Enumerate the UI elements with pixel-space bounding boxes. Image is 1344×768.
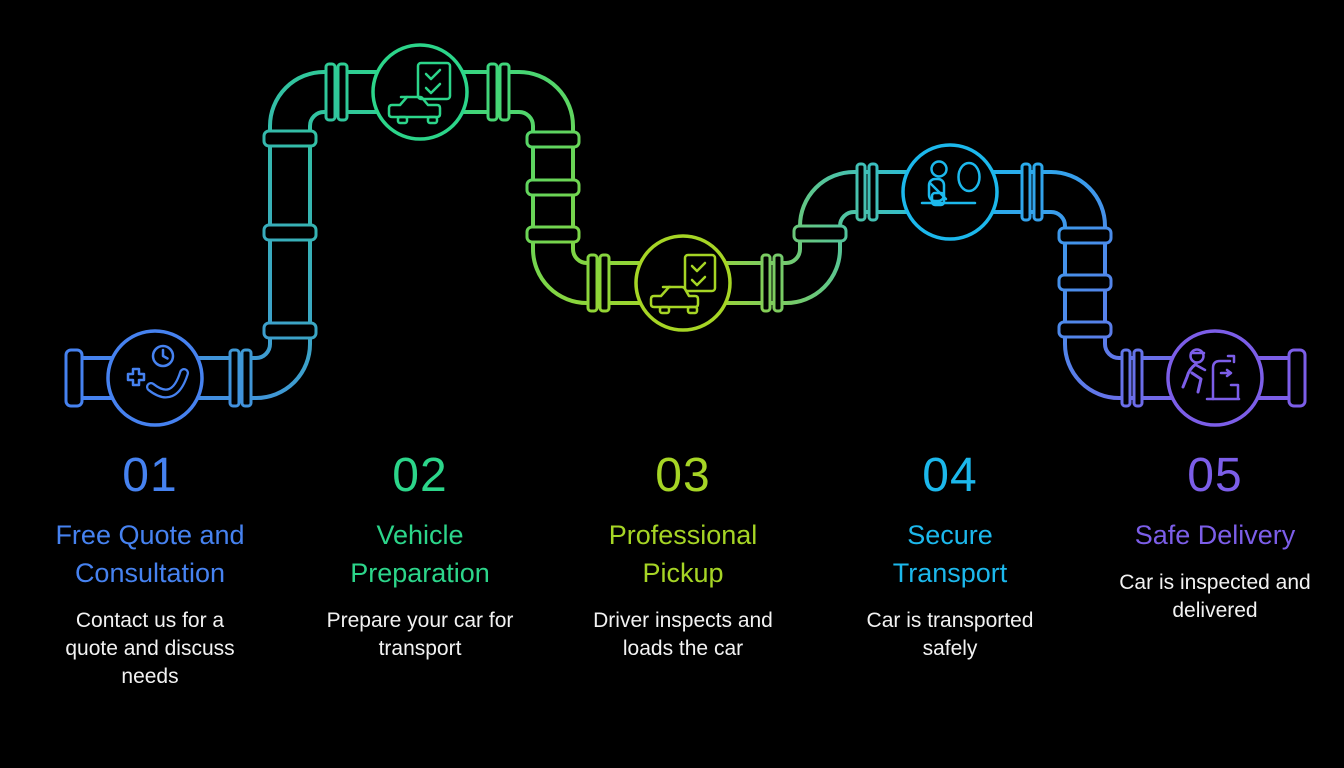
step-description: Contact us for a quote and discuss needs (65, 609, 235, 688)
step-number: 03 (655, 449, 711, 502)
step-title: Free Quote and Consultation (55, 520, 245, 588)
step-description: Car is inspected and delivered (1119, 571, 1311, 622)
step-title: Safe Delivery (1134, 520, 1296, 550)
step-1-column: 01 Free Quote and Consultation Contact u… (30, 448, 270, 691)
step-nodes (106, 43, 1264, 427)
step-1-node (106, 329, 204, 427)
step-number: 01 (122, 449, 178, 502)
pipe-run-1 (74, 70, 420, 400)
phone-consultation-icon (126, 344, 189, 399)
pipe-end-cap-right (1287, 348, 1307, 408)
step-description: Car is transported safely (866, 609, 1034, 660)
step-title: Vehicle Preparation (350, 520, 490, 588)
car-pickup-checklist-icon (649, 253, 717, 315)
step-number: 02 (392, 449, 448, 502)
step-5-node (1166, 329, 1264, 427)
delivery-inspection-icon (1181, 348, 1241, 401)
step-title: Professional Pickup (608, 520, 758, 588)
step-2-node (371, 43, 469, 141)
pipe-end-cap-left (64, 348, 84, 408)
step-title: Secure Transport (892, 520, 1008, 588)
step-number: 04 (922, 449, 978, 502)
step-description: Prepare your car for transport (326, 609, 514, 660)
passenger-seatbelt-icon (920, 160, 981, 207)
pipe-couplings (64, 62, 1307, 408)
step-3-column: 03 Professional Pickup Driver inspects a… (563, 448, 803, 663)
step-number: 05 (1187, 449, 1243, 502)
step-2-column: 02 Vehicle Preparation Prepare your car … (300, 448, 540, 663)
step-4-node (901, 143, 999, 241)
step-description: Driver inspects and loads the car (593, 609, 773, 660)
step-4-column: 04 Secure Transport Car is transported s… (830, 448, 1070, 663)
car-checklist-icon (387, 61, 452, 125)
step-5-column: 05 Safe Delivery Car is inspected and de… (1095, 448, 1335, 625)
